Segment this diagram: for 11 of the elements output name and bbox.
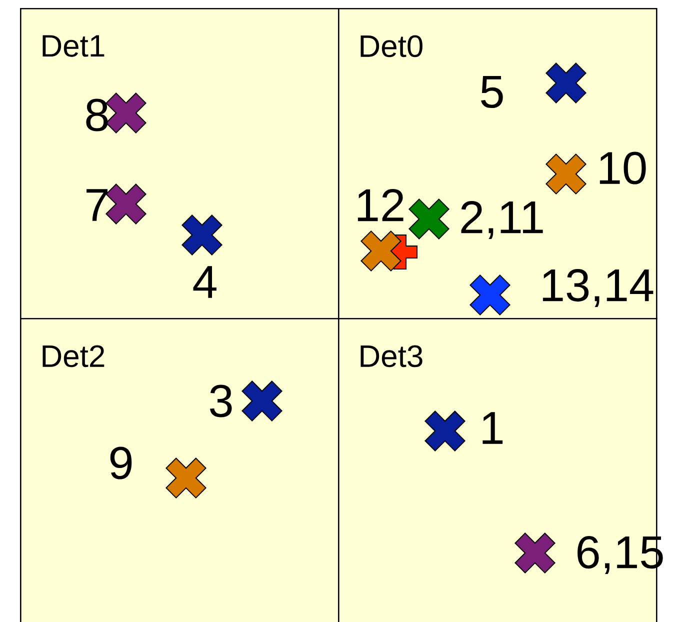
point-label: 7 (86, 189, 108, 221)
point-label: 12 (358, 188, 404, 222)
point-label: 3 (210, 384, 232, 418)
point-label: 10 (600, 152, 646, 184)
point-label: 13,14 (542, 269, 654, 307)
point-label: 2,11 (461, 201, 543, 239)
point-label: 5 (481, 76, 503, 108)
point-label: 9 (110, 446, 132, 480)
point-label: 4 (193, 266, 216, 298)
point-label: 1 (482, 412, 503, 444)
point-label: 8 (86, 98, 108, 132)
